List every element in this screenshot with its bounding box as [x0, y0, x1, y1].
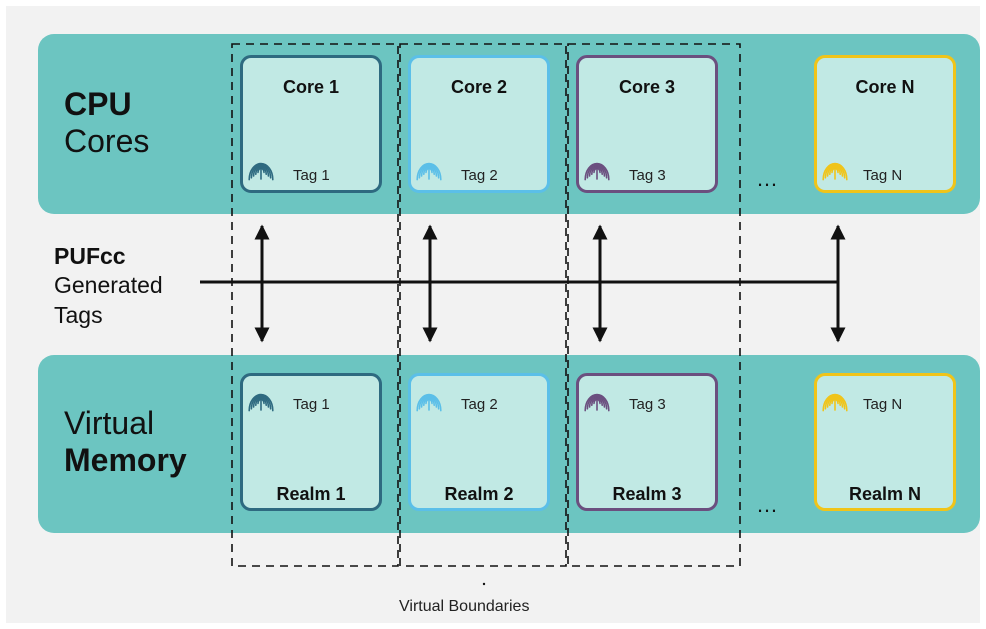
- core-card-n: Core N Tag N: [814, 55, 956, 193]
- pufcc-label: PUFcc Generated Tags: [54, 242, 163, 330]
- realm-card-3: Tag 3 Realm 3: [576, 373, 718, 511]
- pufcc-label-line3: Tags: [54, 301, 103, 328]
- fingerprint-icon: [822, 162, 848, 181]
- core-name: Core 3: [618, 77, 676, 97]
- realm-name: Realm 3: [612, 484, 682, 504]
- core-tag: Tag N: [863, 167, 903, 184]
- core-name: Core N: [855, 77, 915, 97]
- core-tag: Tag 2: [461, 167, 498, 184]
- fingerprint-icon: [248, 162, 274, 181]
- fingerprint-icon: [416, 393, 442, 412]
- boundary-pointer-dot: [482, 582, 486, 586]
- realm-card-2: Tag 2 Realm 2: [408, 373, 550, 511]
- realm-name: Realm 1: [276, 484, 346, 504]
- realm-tag: Tag N: [863, 396, 903, 413]
- core-tag: Tag 3: [629, 167, 666, 184]
- realm-tag: Tag 2: [461, 396, 498, 413]
- pufcc-label-bold: PUFcc: [54, 243, 126, 269]
- realm-ellipsis: …: [756, 492, 780, 517]
- realm-name: Realm N: [848, 484, 922, 504]
- virtual-memory-title: Virtual Memory: [64, 405, 187, 479]
- realm-card-n: Tag N Realm N: [814, 373, 956, 511]
- cpu-title-rest: Cores: [64, 122, 150, 159]
- cpu-cores-title: CPU Cores: [64, 86, 149, 160]
- cpu-title-bold: CPU: [64, 86, 132, 122]
- core-ellipsis: …: [756, 166, 780, 191]
- core-card-1: Core 1 Tag 1: [240, 55, 382, 193]
- realm-tag: Tag 3: [629, 396, 666, 413]
- realm-card-1: Tag 1 Realm 1: [240, 373, 382, 511]
- virtual-boundaries-label: Virtual Boundaries: [399, 598, 530, 615]
- realm-name: Realm 2: [444, 484, 514, 504]
- boundary-box-1: [231, 43, 399, 567]
- core-tag: Tag 1: [293, 167, 330, 184]
- realm-tag: Tag 1: [293, 396, 330, 413]
- core-name: Core 2: [450, 77, 508, 97]
- fingerprint-icon: [416, 162, 442, 181]
- double-arrow-icon: [254, 224, 846, 343]
- virtual-boundaries: [231, 43, 741, 567]
- fingerprint-icon: [822, 393, 848, 412]
- core-card-2: Core 2 Tag 2: [408, 55, 550, 193]
- boundary-box-3: [567, 43, 741, 567]
- core-card-3: Core 3 Tag 3: [576, 55, 718, 193]
- pufcc-label-line2: Generated: [54, 272, 163, 299]
- boundary-box-2: [399, 43, 567, 567]
- memory-title-bold: Memory: [64, 441, 187, 478]
- fingerprint-icon: [584, 162, 610, 181]
- memory-title-top: Virtual: [64, 405, 155, 441]
- fingerprint-icon: [248, 393, 274, 412]
- core-name: Core 1: [282, 77, 340, 97]
- fingerprint-icon: [584, 393, 610, 412]
